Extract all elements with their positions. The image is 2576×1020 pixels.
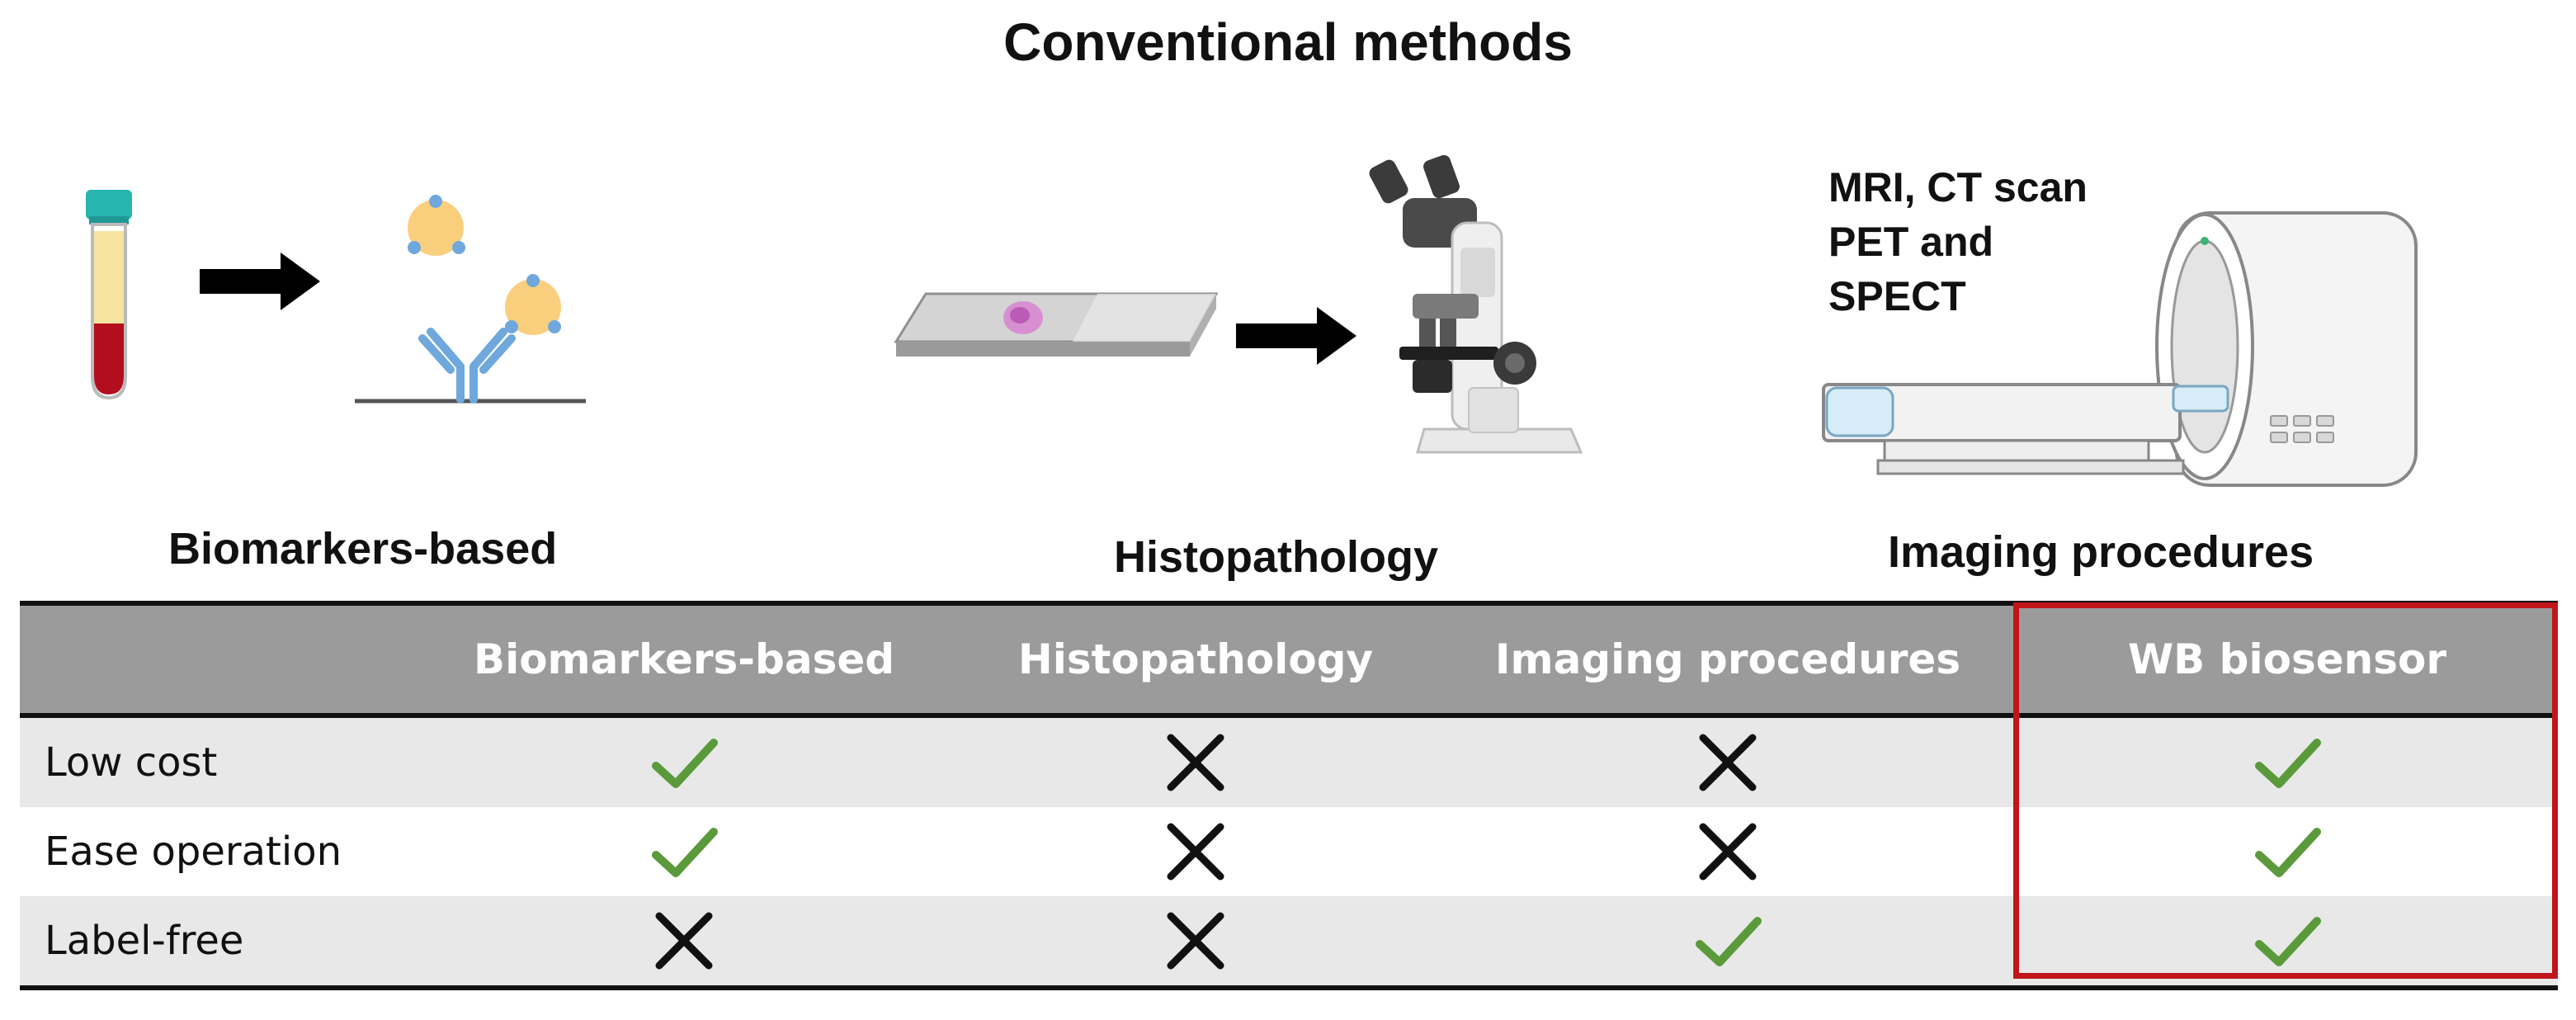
modality-line: SPECT xyxy=(1828,273,1966,319)
section-label-biomarkers: Biomarkers-based xyxy=(168,524,558,574)
table-row: Label-free xyxy=(20,896,2558,985)
cross-icon xyxy=(1167,823,1224,881)
cell-mark xyxy=(432,896,936,985)
table-header-row: Biomarkers-based Histopathology Imaging … xyxy=(20,606,2558,713)
table-top-rule xyxy=(20,601,2558,606)
blood-tube-icon xyxy=(86,190,132,400)
imaging-modalities: MRI, CT scan PET and SPECT xyxy=(1828,160,2088,323)
cell-mark xyxy=(1455,896,2000,985)
header-cell-empty xyxy=(20,606,432,713)
table-row: Low cost xyxy=(20,718,2558,807)
check-icon xyxy=(2255,739,2321,788)
header-cell-wb-biosensor: WB biosensor xyxy=(2128,635,2446,683)
microscope-icon xyxy=(1369,154,1583,454)
header-cell-histopathology: Histopathology xyxy=(1017,635,1374,683)
check-icon xyxy=(2255,828,2321,877)
check-icon xyxy=(2255,917,2321,966)
arrow-icon xyxy=(200,253,320,310)
table-row: Ease operation xyxy=(20,807,2558,896)
arrow-icon xyxy=(1236,307,1356,365)
cell-mark xyxy=(432,807,936,896)
table-bottom-rule xyxy=(20,985,2558,990)
section-label-histopathology: Histopathology xyxy=(1114,532,1438,582)
row-label: Ease operation xyxy=(45,829,342,875)
cross-icon xyxy=(1699,823,1757,881)
modality-line: MRI, CT scan xyxy=(1828,164,2088,210)
cross-icon xyxy=(1167,734,1224,791)
cell-mark xyxy=(1455,807,2000,896)
comparison-table: Biomarkers-based Histopathology Imaging … xyxy=(20,601,2558,990)
check-icon xyxy=(1696,917,1762,966)
modality-line: PET and xyxy=(1828,219,1994,265)
cell-mark xyxy=(2017,718,2558,807)
cross-icon xyxy=(1699,734,1757,791)
antibody-antigen-icon xyxy=(355,195,586,404)
cell-mark xyxy=(2017,807,2558,896)
illustrations xyxy=(86,154,2418,487)
header-cell-imaging: Imaging procedures xyxy=(1494,635,1961,683)
cell-mark xyxy=(936,807,1455,896)
wb-biosensor-highlight-box xyxy=(2013,602,2558,979)
cell-mark xyxy=(936,718,1455,807)
cell-mark xyxy=(936,896,1455,985)
check-icon xyxy=(652,828,718,877)
cell-mark xyxy=(432,718,936,807)
row-label: Low cost xyxy=(45,739,218,786)
table-header-rule xyxy=(20,713,2558,718)
check-icon xyxy=(652,739,718,788)
row-label: Label-free xyxy=(45,918,244,964)
cell-mark xyxy=(1455,718,2000,807)
cross-icon xyxy=(655,912,713,970)
glass-slide-icon xyxy=(894,292,1219,357)
header-cell-biomarkers: Biomarkers-based xyxy=(473,635,895,683)
cross-icon xyxy=(1167,912,1224,970)
section-label-imaging: Imaging procedures xyxy=(1888,527,2314,577)
figure-title: Conventional methods xyxy=(1003,12,1573,72)
mri-scanner-icon xyxy=(1822,211,2418,487)
cell-mark xyxy=(2017,896,2558,985)
